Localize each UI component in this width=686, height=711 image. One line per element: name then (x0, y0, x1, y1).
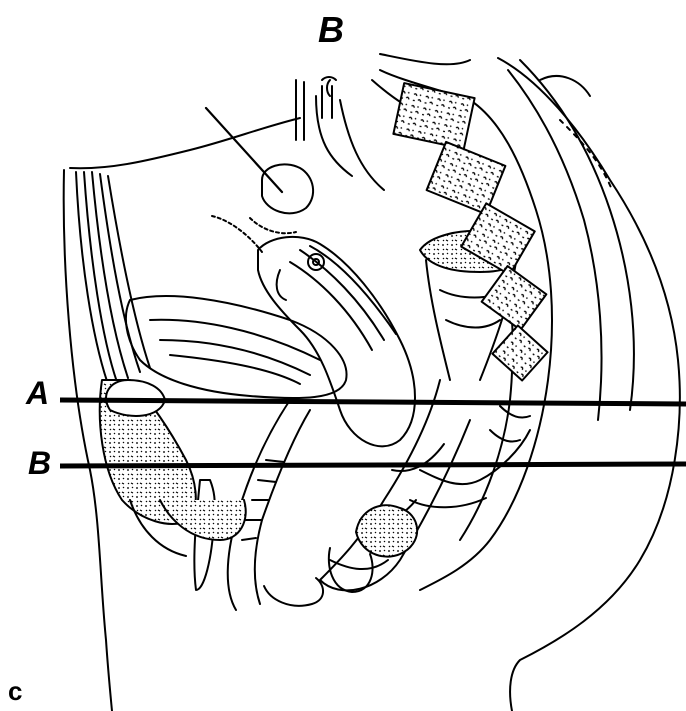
figure-title: B (318, 12, 344, 48)
probe (206, 108, 282, 192)
cut-plane-b-line (60, 464, 686, 466)
vertebra-2 (427, 142, 506, 214)
vertebra-1 (393, 83, 474, 149)
cut-plane-b-label: B (28, 447, 51, 479)
panel-letter: c (8, 678, 22, 704)
vertebra-5 (492, 325, 547, 380)
cut-plane-a-label: A (26, 377, 49, 409)
vertebra-4 (482, 266, 547, 330)
abdominal-wall (70, 118, 300, 168)
anal-canal (329, 548, 373, 592)
ovary (262, 164, 313, 213)
rectum (320, 380, 470, 590)
